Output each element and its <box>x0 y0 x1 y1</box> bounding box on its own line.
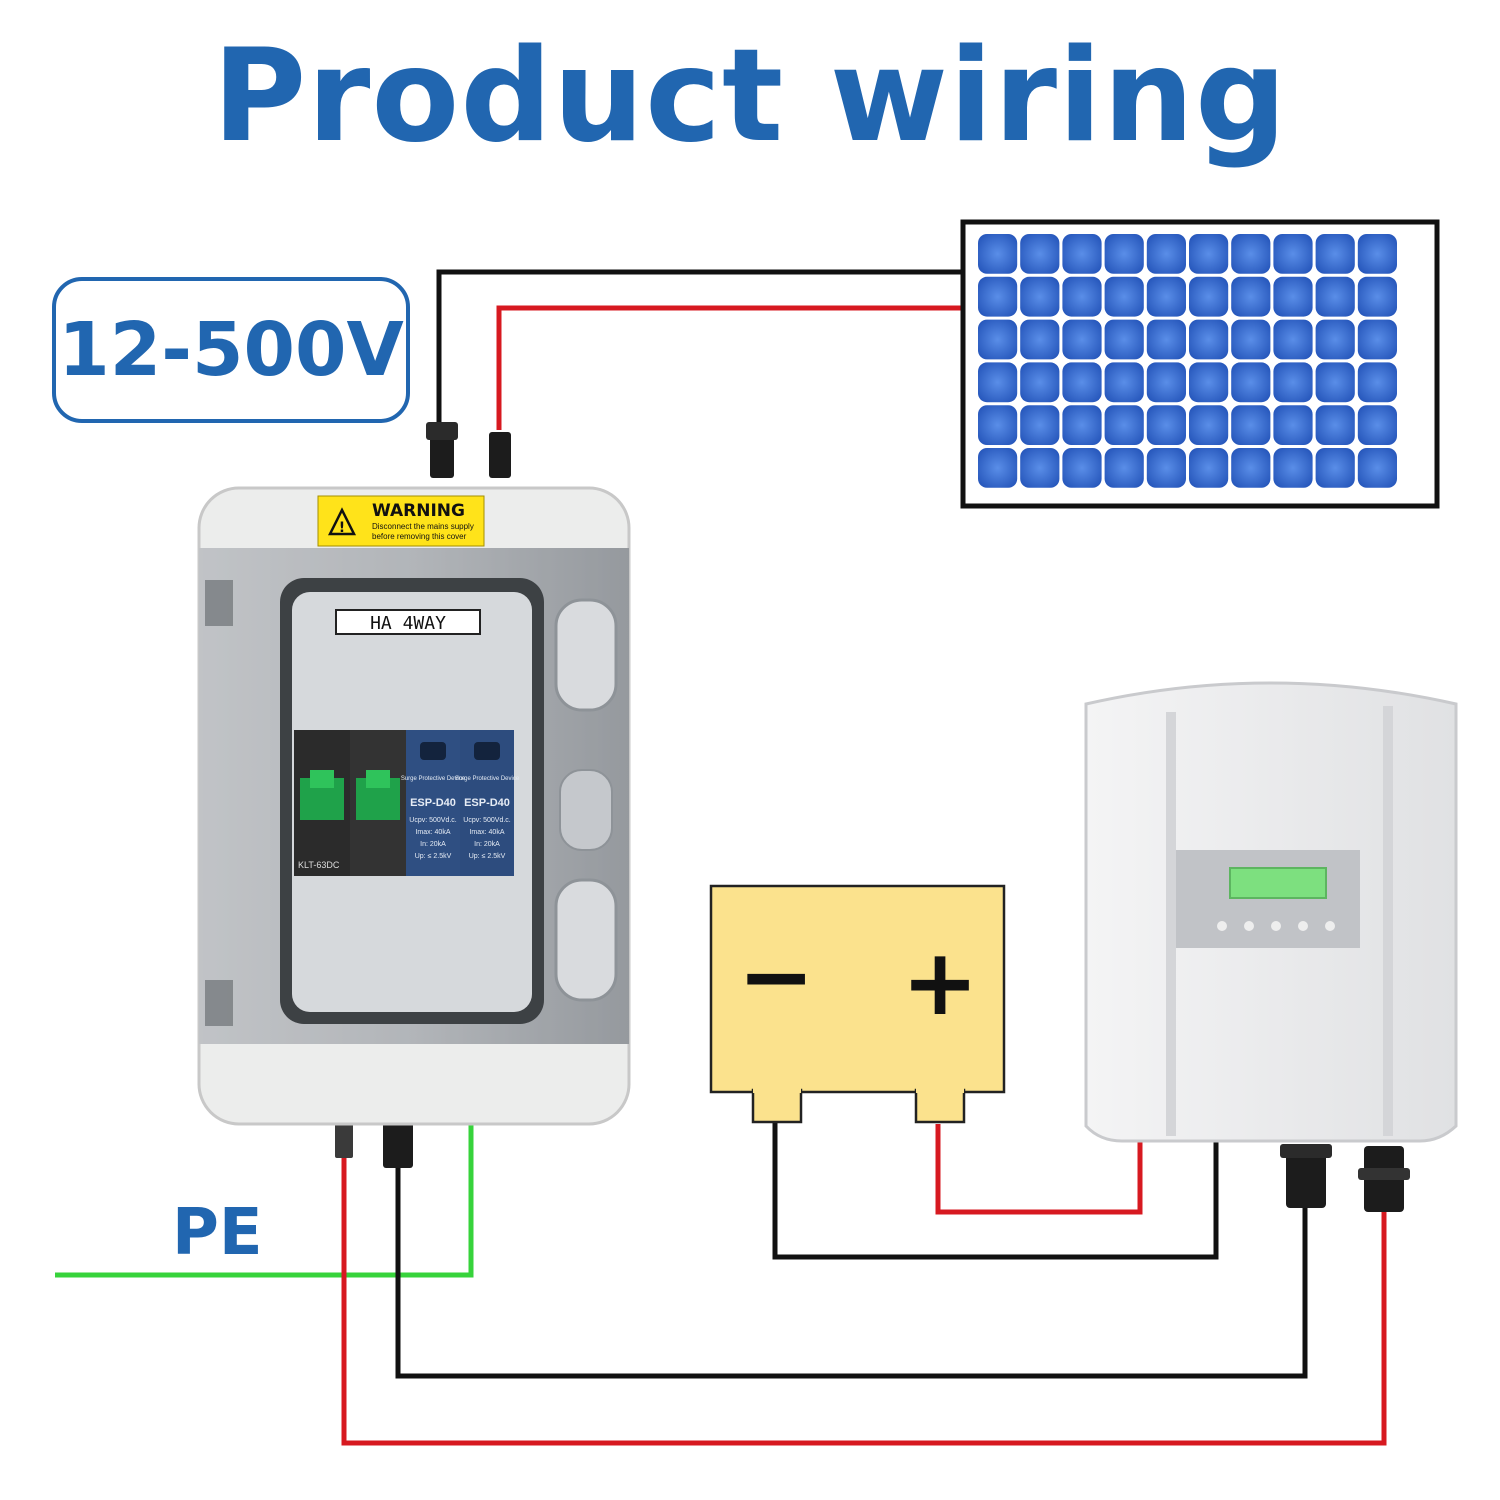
model-label: HA 4WAY <box>370 613 446 634</box>
spd-up-text: Up: ≤ 2.5kV <box>469 853 506 860</box>
solar-cell <box>978 405 1018 445</box>
solar-cell <box>978 362 1018 403</box>
solar-cell <box>1104 319 1144 360</box>
solar-cell <box>1020 276 1060 317</box>
spd-uc-text: Ucpv: 500Vd.c. <box>463 817 511 824</box>
solar-cell <box>1146 276 1186 317</box>
solar-cell <box>978 234 1018 274</box>
solar-cell <box>1273 234 1313 274</box>
solar-cell <box>1189 276 1229 317</box>
solar-cell <box>1146 319 1186 360</box>
pe-ground-wire <box>55 1122 474 1278</box>
solar-cell <box>1357 362 1397 403</box>
output-positive-wire <box>341 1155 1387 1446</box>
spd-model-text: ESP-D40 <box>410 797 456 809</box>
solar-cell <box>1315 448 1355 488</box>
voltage-badge: 12-500V <box>52 277 410 423</box>
panel-negative-wire <box>436 269 964 425</box>
solar-cell <box>1189 362 1229 403</box>
solar-cell <box>1104 276 1144 317</box>
solar-cell <box>1020 234 1060 274</box>
spd-caption-text: Surge Protective Device <box>401 776 466 782</box>
warning-line1: Disconnect the mains supply <box>372 522 474 531</box>
solar-cell <box>1020 362 1060 403</box>
voltage-text: 12-500V <box>58 307 404 393</box>
solar-cell <box>1231 234 1271 274</box>
spd-in-text: In: 20kA <box>420 841 446 848</box>
battery-minus-sign: − <box>737 923 814 1030</box>
solar-cell <box>1146 405 1186 445</box>
solar-cell <box>1062 362 1102 403</box>
solar-cell <box>1020 319 1060 360</box>
solar-cell <box>1357 234 1397 274</box>
solar-cell <box>1020 448 1060 488</box>
solar-cell <box>1315 234 1355 274</box>
solar-cell <box>1189 405 1229 445</box>
battery-plus-sign: + <box>901 929 978 1036</box>
solar-cell <box>1146 448 1186 488</box>
solar-cell <box>1231 319 1271 360</box>
solar-cell <box>1062 319 1102 360</box>
solar-cell <box>1231 448 1271 488</box>
spd-uc-text: Ucpv: 500Vd.c. <box>409 817 457 824</box>
solar-cell <box>1315 276 1355 317</box>
solar-cell <box>1146 234 1186 274</box>
solar-cell <box>1357 448 1397 488</box>
page-title: Product wiring <box>212 22 1288 171</box>
solar-cell <box>1231 362 1271 403</box>
solar-cell <box>1062 234 1102 274</box>
solar-cell <box>1315 405 1355 445</box>
combiner-box-icon: ! WARNING Disconnect the mains supply be… <box>197 422 631 1168</box>
solar-cell <box>1273 319 1313 360</box>
battery-icon: − + <box>709 884 1006 1124</box>
solar-cell <box>1104 362 1144 403</box>
battery-negative-wire <box>772 1120 1219 1260</box>
solar-cell <box>1189 319 1229 360</box>
spd-imax-text: Imax: 40kA <box>415 829 450 836</box>
solar-cell <box>1357 405 1397 445</box>
spd-model-text: ESP-D40 <box>464 797 510 809</box>
spd-in-text: In: 20kA <box>474 841 500 848</box>
spd-caption-text: Surge Protective Device <box>455 776 520 782</box>
solar-cell <box>1104 234 1144 274</box>
solar-cell <box>1273 362 1313 403</box>
solar-cell <box>1104 405 1144 445</box>
solar-cell <box>1062 405 1102 445</box>
solar-cell <box>978 319 1018 360</box>
svg-text:!: ! <box>339 520 345 536</box>
spd-up-text: Up: ≤ 2.5kV <box>415 853 452 860</box>
spd-imax-text: Imax: 40kA <box>469 829 504 836</box>
warning-title: WARNING <box>372 501 465 521</box>
pe-label: PE <box>172 1196 263 1270</box>
solar-cell <box>1062 448 1102 488</box>
solar-panel-icon <box>960 219 1440 509</box>
solar-cell <box>1273 276 1313 317</box>
solar-cell <box>1189 448 1229 488</box>
breaker-model: KLT-63DC <box>298 860 340 870</box>
solar-cell <box>1357 319 1397 360</box>
solar-cell <box>1357 276 1397 317</box>
solar-cell <box>1231 276 1271 317</box>
output-negative-wire <box>395 1165 1308 1379</box>
solar-cell <box>1062 276 1102 317</box>
solar-cell <box>1315 319 1355 360</box>
panel-positive-wire <box>496 305 964 430</box>
solar-cell <box>1104 448 1144 488</box>
solar-cell <box>1273 405 1313 445</box>
warning-line2: before removing this cover <box>372 532 467 541</box>
solar-cell <box>1315 362 1355 403</box>
battery-positive-wire <box>935 1124 1143 1215</box>
solar-cell <box>1273 448 1313 488</box>
solar-cell <box>978 448 1018 488</box>
solar-cell <box>1146 362 1186 403</box>
solar-cell <box>978 276 1018 317</box>
solar-cell <box>1189 234 1229 274</box>
solar-cell <box>1020 405 1060 445</box>
inverter-icon <box>1084 681 1458 1212</box>
solar-cell <box>1231 405 1271 445</box>
